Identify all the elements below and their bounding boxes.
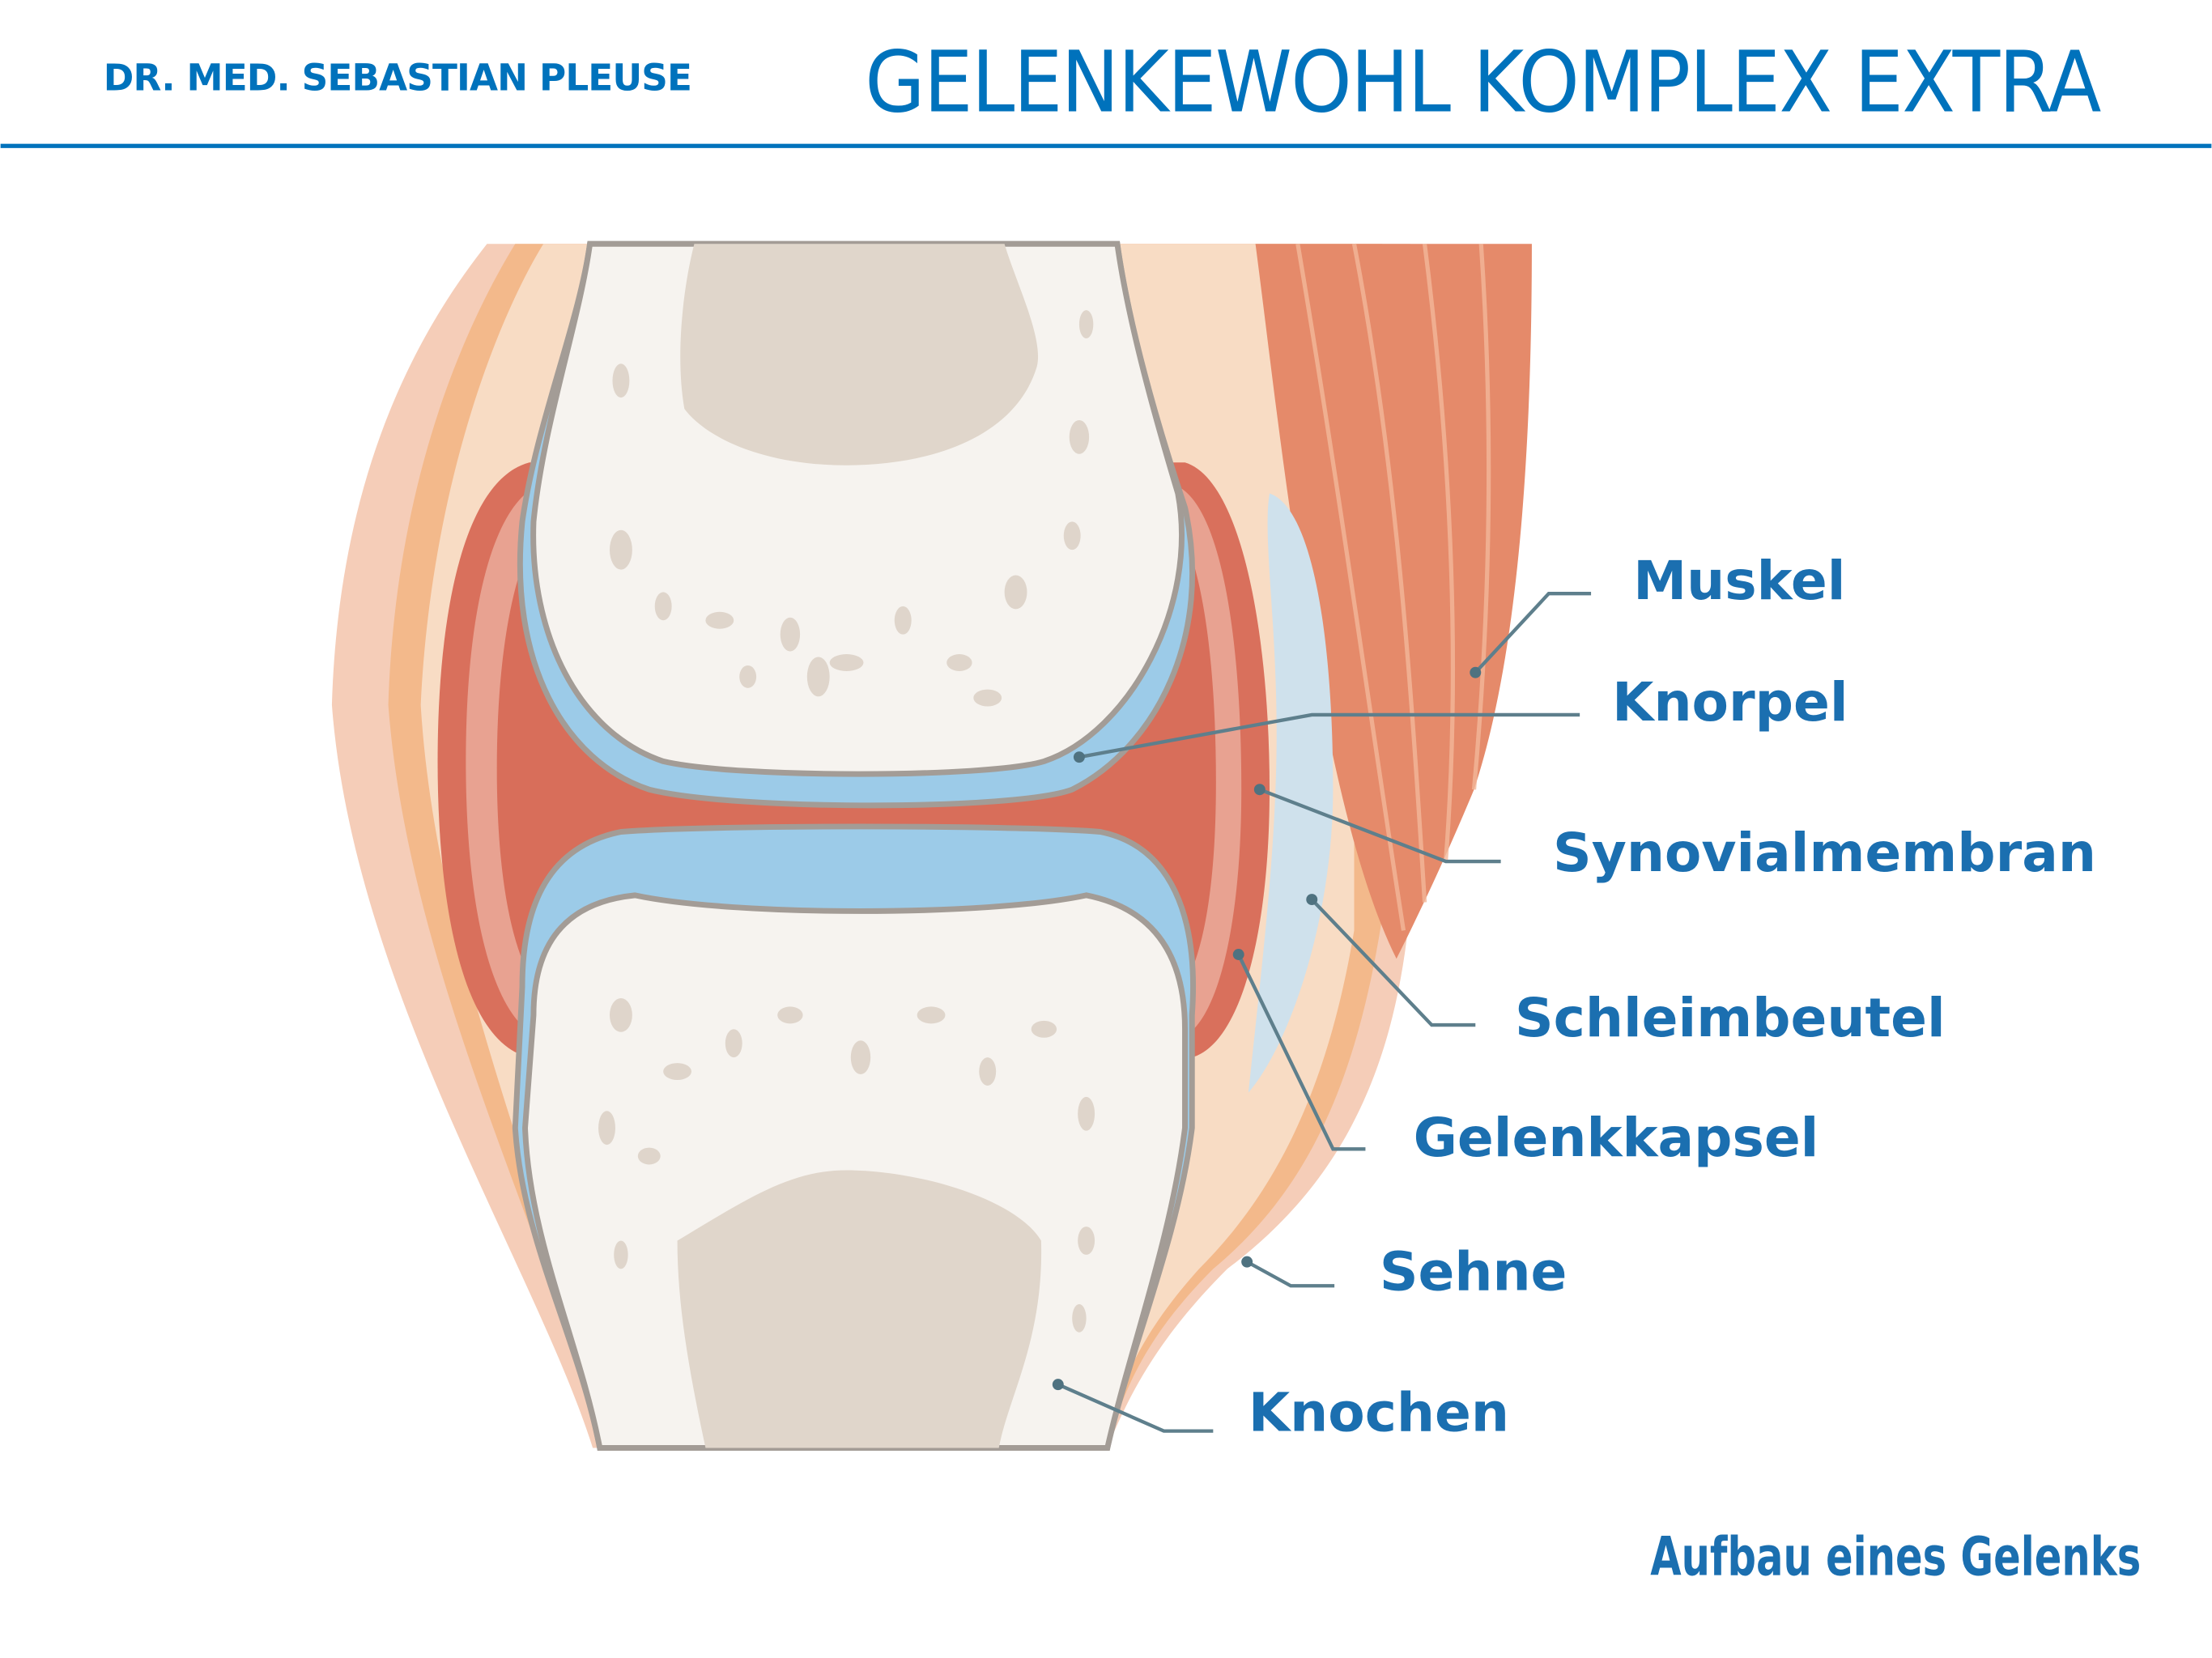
lower-bone <box>512 823 1196 1451</box>
header-divider <box>0 143 2212 148</box>
bone-trabeculae <box>598 310 1095 1333</box>
label-muskel: Muskel <box>1633 550 1845 612</box>
leader-lines <box>1052 591 1592 1433</box>
label-knorpel: Knorpel <box>1612 671 1848 733</box>
author-name: DR. MED. SEBASTIAN PLEUSE <box>104 56 691 99</box>
upper-bone <box>517 240 1196 809</box>
label-knochen: Knochen <box>1249 1382 1509 1444</box>
page-title: GELENKEWOHL KOMPLEX EXTRA <box>865 33 2101 132</box>
label-sehne: Sehne <box>1380 1240 1568 1303</box>
caption: Aufbau eines Gelenks <box>1650 1525 2141 1588</box>
bursa <box>1248 493 1334 1093</box>
label-gelenkkapsel: Gelenkkapsel <box>1414 1107 1819 1169</box>
muscle-fibers <box>1295 243 1491 931</box>
label-synovialmembran: Synovialmembran <box>1553 822 2096 884</box>
label-schleimbeutel: Schleimbeutel <box>1515 987 1946 1049</box>
